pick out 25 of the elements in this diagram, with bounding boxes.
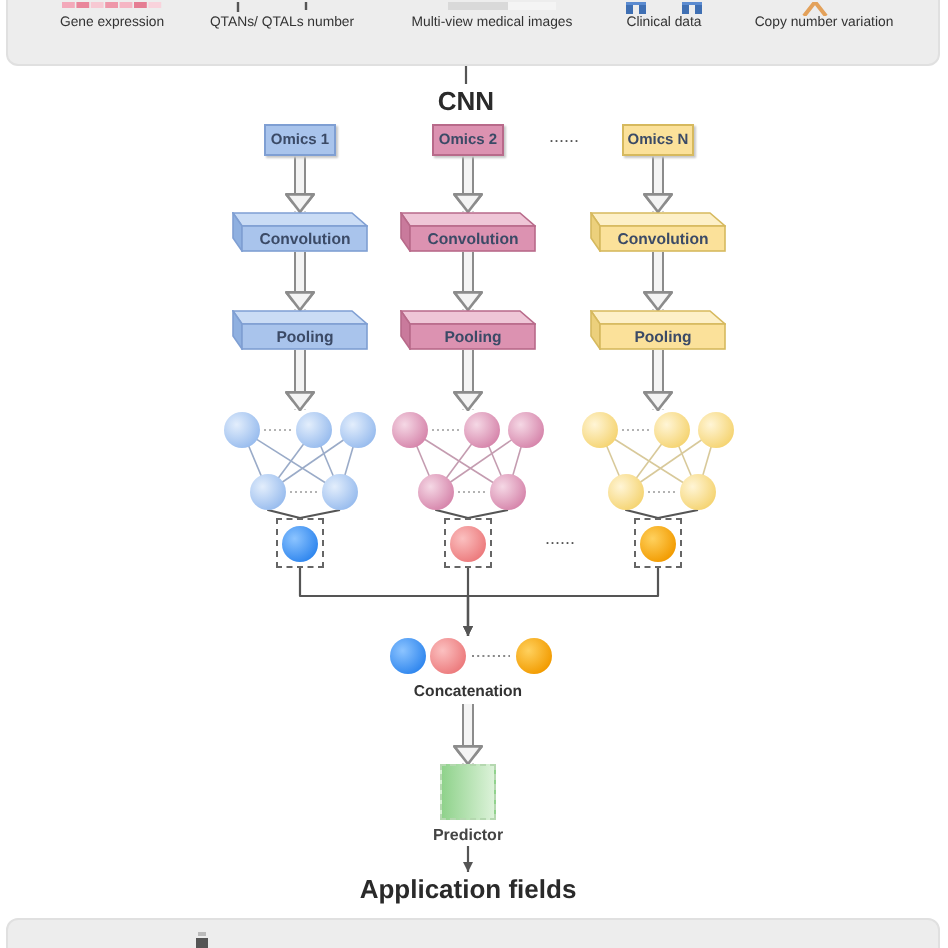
hollow-arrow — [643, 156, 673, 214]
connector-line — [434, 508, 509, 520]
hollow-arrow — [285, 350, 315, 412]
connector-line — [624, 508, 699, 520]
connector-line — [464, 66, 468, 84]
hollow-arrow — [453, 704, 483, 766]
connector-line — [266, 508, 341, 520]
panel-background — [6, 0, 940, 66]
hollow-arrow — [453, 350, 483, 412]
ellipsis-label: ...... — [542, 526, 577, 550]
hollow-arrow — [453, 156, 483, 214]
hollow-arrow — [453, 252, 483, 312]
hollow-arrow — [285, 156, 315, 214]
dashed-frame — [634, 518, 682, 568]
hollow-arrow — [285, 252, 315, 312]
hollow-arrow — [643, 350, 673, 412]
ellipsis-label: ...... — [546, 124, 581, 148]
dashed-frame — [444, 518, 492, 568]
arrow — [463, 846, 473, 872]
section-heading: Application fields — [338, 872, 598, 908]
node-caption: Predictor — [430, 824, 506, 846]
hollow-arrow — [643, 252, 673, 312]
arrow — [463, 568, 660, 636]
section-heading: CNN — [420, 84, 512, 118]
dashed-frame — [276, 518, 324, 568]
